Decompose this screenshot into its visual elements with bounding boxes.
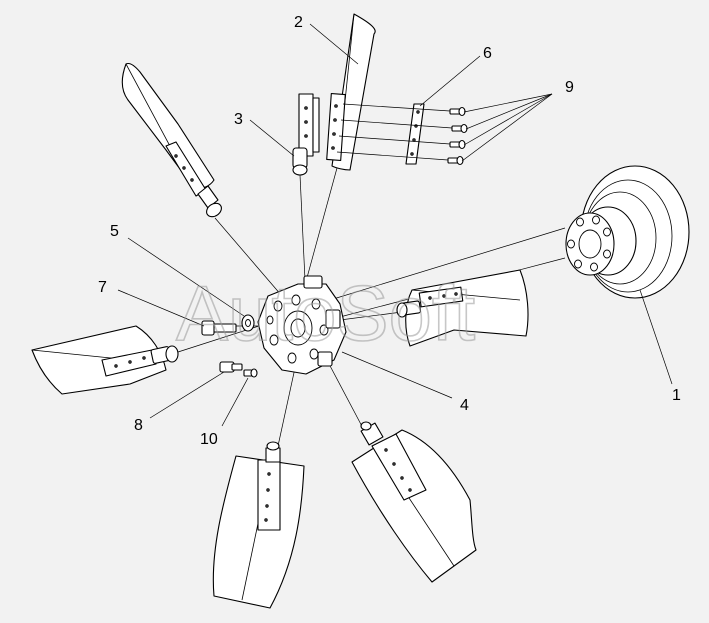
callout-leaders [117, 23, 673, 427]
bolt-part-8 [219, 361, 243, 373]
blade-top-part-2 [326, 13, 376, 171]
screws-part-9 [447, 106, 468, 166]
callout-6: 6 [483, 45, 492, 62]
blade-bottom-right [351, 421, 477, 583]
callout-10: 10 [200, 431, 218, 448]
callout-8: 8 [134, 417, 143, 434]
blade-left [31, 325, 179, 395]
watermark-text: AutoSoft [176, 269, 476, 357]
bolt-part-7 [201, 320, 237, 336]
pulley-part-1 [565, 165, 690, 299]
washer-part-5 [241, 314, 255, 332]
assembly-guide-lines [177, 103, 566, 447]
hub-part-4 [257, 275, 347, 375]
screw [451, 123, 468, 134]
screw [449, 106, 466, 117]
callout-3: 3 [234, 111, 243, 128]
blade-upper-left [121, 62, 222, 218]
screw [449, 139, 466, 150]
blade-right [396, 269, 529, 347]
callout-2: 2 [294, 14, 303, 31]
callout-9: 9 [565, 79, 574, 96]
screw [447, 155, 464, 166]
callout-1: 1 [672, 387, 681, 404]
callout-7: 7 [98, 279, 107, 296]
callout-5: 5 [110, 223, 119, 240]
blade-bottom-left [212, 441, 305, 609]
callout-4: 4 [460, 397, 469, 414]
clamp-plate-part-6 [405, 103, 425, 165]
pin-assembly-part-3 [292, 93, 320, 176]
screw-part-10 [243, 368, 258, 378]
